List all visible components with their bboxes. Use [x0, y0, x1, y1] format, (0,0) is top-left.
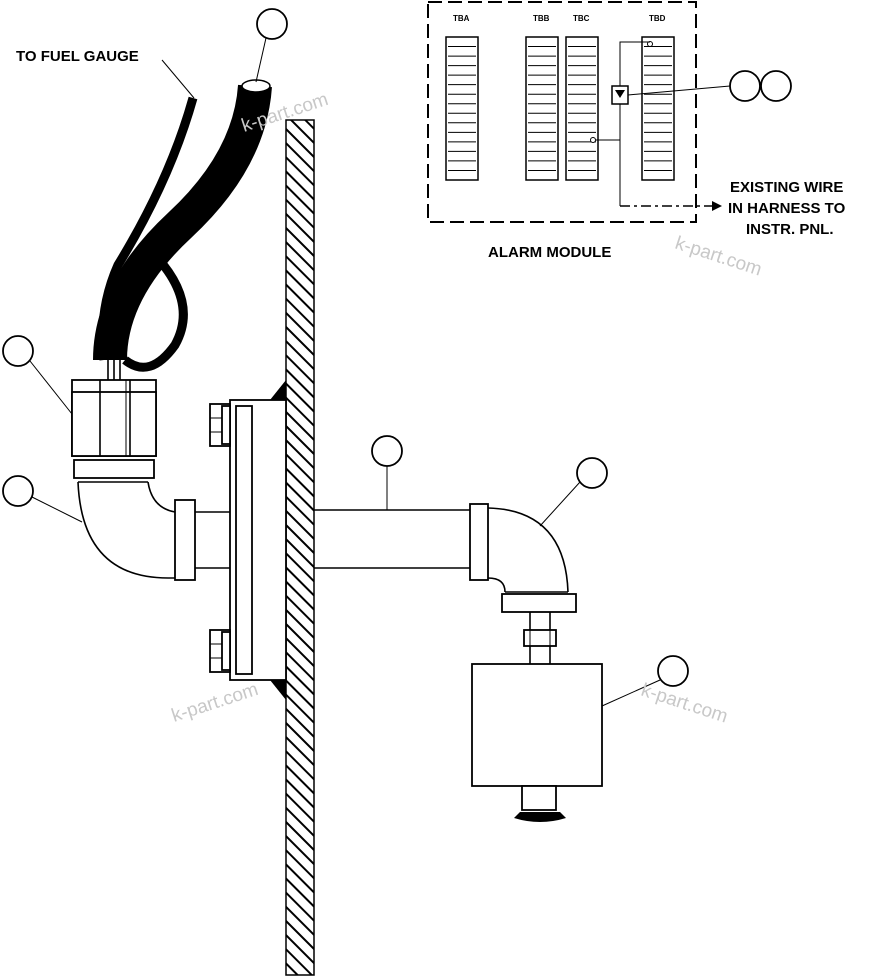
float-switch-body — [471, 663, 603, 822]
callouts — [2, 8, 792, 707]
right-elbow — [487, 507, 577, 613]
callout-alarm-1 — [729, 70, 761, 102]
terminal-block-label: TBB — [533, 14, 550, 23]
callout-elbow-right — [576, 457, 608, 489]
tank-wall — [285, 119, 315, 976]
weld-bottom — [270, 680, 286, 700]
left-elbow — [73, 459, 176, 579]
stem-fitting — [523, 612, 557, 664]
bolt-bottom — [209, 629, 231, 673]
existing-wire-label-2: IN HARNESS TO — [728, 200, 846, 217]
arrow-icon — [712, 201, 722, 211]
weld-top — [270, 380, 286, 400]
callout-float-switch — [657, 655, 689, 687]
callout-conduit — [256, 8, 288, 40]
watermark: k-part.com — [638, 680, 730, 728]
terminal-block-label: TBC — [573, 14, 590, 23]
alarm-module-label: ALARM MODULE — [488, 244, 611, 261]
callout-alarm-2 — [760, 70, 792, 102]
bolt-top — [209, 403, 231, 447]
existing-wire-label-3: INSTR. PNL. — [746, 221, 834, 238]
callout-connector — [2, 335, 34, 367]
right-pipe — [314, 503, 489, 581]
terminal-block-label: TBD — [649, 14, 666, 23]
callout-pipe — [371, 435, 403, 467]
terminal-block-tbc: TBC — [565, 14, 599, 181]
sender-connector — [71, 379, 157, 457]
terminal-block-tbd: TBD — [641, 14, 675, 181]
mounting-flange — [229, 399, 287, 681]
terminal-block-tba: TBA — [445, 14, 479, 181]
terminal-block-tbb: TBB — [525, 14, 559, 181]
left-pipe-stub — [174, 499, 230, 581]
terminal-point — [590, 137, 596, 143]
fuel-gauge-label: TO FUEL GAUGE — [16, 48, 139, 65]
callout-elbow-left — [2, 475, 34, 507]
existing-wire-label-1: EXISTING WIRE — [730, 179, 843, 196]
watermark: k-part.com — [672, 233, 764, 281]
terminal-block-label: TBA — [453, 14, 470, 23]
alarm-module: TBA TBB TBC TBD — [427, 1, 731, 223]
wire-harness — [93, 79, 272, 380]
watermark: k-part.com — [169, 679, 261, 727]
